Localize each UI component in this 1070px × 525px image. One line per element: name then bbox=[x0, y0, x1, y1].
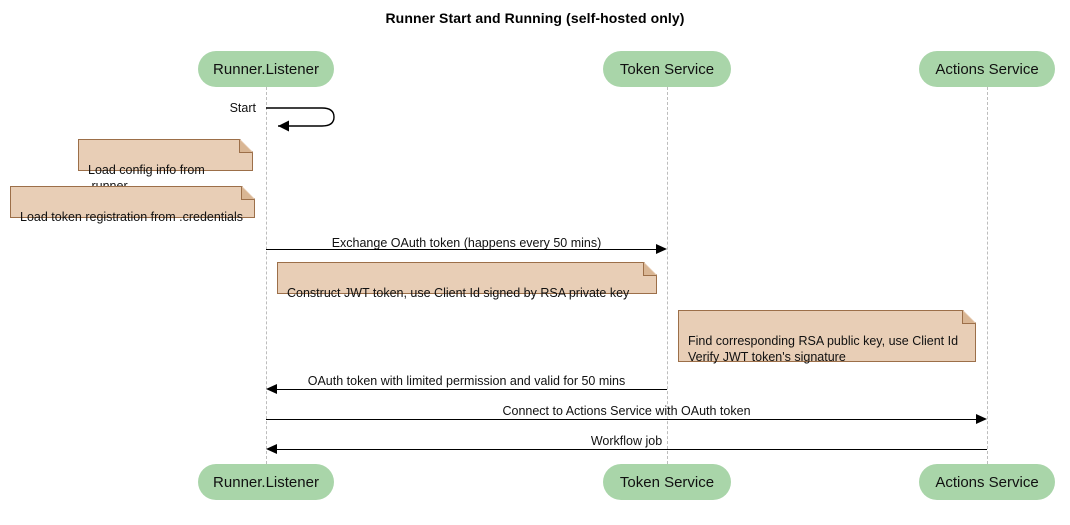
message-label-oauth-token-response: OAuth token with limited permission and … bbox=[307, 374, 626, 388]
note-construct-jwt-token: Construct JWT token, use Client Id signe… bbox=[277, 262, 657, 300]
note-text: Load token registration from .credential… bbox=[20, 210, 244, 224]
participant-label: Actions Service bbox=[935, 473, 1039, 491]
participant-token-top[interactable]: Token Service bbox=[603, 51, 731, 87]
note-load-token-registration: Load token registration from .credential… bbox=[10, 186, 255, 224]
note-text: Construct JWT token, use Client Id signe… bbox=[287, 286, 630, 300]
note-verify-jwt-token: Find corresponding RSA public key, use C… bbox=[678, 310, 976, 364]
participant-label: Actions Service bbox=[935, 60, 1039, 78]
participant-actions-top[interactable]: Actions Service bbox=[919, 51, 1055, 87]
message-label-connect-to-actions-service: Connect to Actions Service with OAuth to… bbox=[502, 404, 751, 418]
participant-label: Token Service bbox=[619, 473, 715, 491]
participant-runner-bottom[interactable]: Runner.Listener bbox=[198, 464, 334, 500]
lifeline-runner bbox=[266, 87, 267, 464]
message-label-exchange-oauth-token: Exchange OAuth token (happens every 50 m… bbox=[331, 236, 602, 250]
participant-label: Token Service bbox=[619, 60, 715, 78]
participant-token-bottom[interactable]: Token Service bbox=[603, 464, 731, 500]
message-line-oauth-token-response bbox=[277, 389, 667, 390]
note-load-config-info: Load config info from .runner bbox=[78, 139, 253, 193]
message-arrowhead-connect-to-actions-service bbox=[976, 413, 987, 424]
message-line-connect-to-actions-service bbox=[266, 419, 976, 420]
participant-label: Runner.Listener bbox=[213, 473, 319, 491]
lifeline-actions bbox=[987, 87, 988, 464]
message-label-workflow-job: Workflow job bbox=[590, 434, 663, 448]
message-arrowhead-oauth-token-response bbox=[266, 383, 277, 394]
self-message-arrow-start bbox=[266, 107, 335, 132]
page-title: Runner Start and Running (self-hosted on… bbox=[385, 10, 685, 26]
participant-actions-bottom[interactable]: Actions Service bbox=[919, 464, 1055, 500]
message-line-exchange-oauth-token bbox=[266, 249, 656, 250]
message-arrowhead-exchange-oauth-token bbox=[656, 244, 667, 254]
note-text: Find corresponding RSA public key, use C… bbox=[688, 334, 959, 364]
participant-runner-top[interactable]: Runner.Listener bbox=[198, 51, 334, 87]
message-arrowhead-workflow-job bbox=[266, 443, 277, 454]
participant-label: Runner.Listener bbox=[213, 60, 319, 78]
message-line-workflow-job bbox=[277, 449, 987, 450]
self-message-label-start: Start bbox=[229, 101, 256, 115]
lifeline-token bbox=[667, 87, 668, 464]
